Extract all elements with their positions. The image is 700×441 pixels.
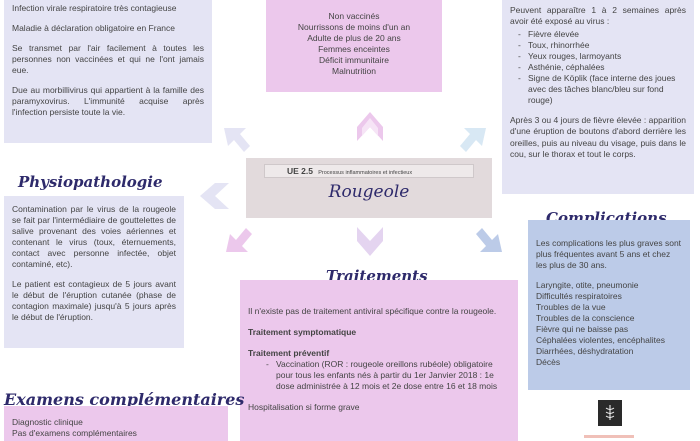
complication-item: Difficultés respiratoires <box>536 291 622 302</box>
symptoms-box: Peuvent apparaître 1 à 2 semaines après … <box>502 0 694 194</box>
definition-line: Due au morbillivirus qui appartient à la… <box>12 85 204 118</box>
population-item: Nourrissons de moins d'un an <box>297 22 411 33</box>
complications-intro: Les complications les plus graves sont p… <box>536 238 682 271</box>
population-box: Non vaccinés Nourrissons de moins d'un a… <box>266 0 442 92</box>
caduceus-icon <box>605 405 615 420</box>
arrow-left-icon <box>200 183 229 209</box>
treatment-preventive-list: Vaccination (ROR : rougeole oreillons ru… <box>248 359 510 392</box>
arrow-down-icon <box>357 227 383 256</box>
symptom-item: Fièvre élevée <box>518 29 686 40</box>
complication-item: Troubles de la vue <box>536 302 606 313</box>
physio-box: Contamination par le virus de la rougeol… <box>4 196 184 348</box>
complication-item: Fièvre qui ne baisse pas <box>536 324 629 335</box>
definition-box: Infection virale respiratoire très conta… <box>4 0 212 143</box>
exams-heading: Examens complémentaires <box>4 390 245 409</box>
complication-item: Troubles de la conscience <box>536 313 635 324</box>
logo <box>598 400 622 426</box>
population-item: Malnutrition <box>332 66 376 77</box>
population-item: Adulte de plus de 20 ans <box>307 33 401 44</box>
arrow-downright-icon <box>476 228 502 252</box>
symptom-item: Yeux rouges, larmoyants <box>518 51 686 62</box>
center-title-box: UE 2.5 Processus inflammatoires et infec… <box>246 158 492 218</box>
exam-item: Diagnostic clinique <box>12 417 83 427</box>
symptoms-intro: Peuvent apparaître 1 à 2 semaines après … <box>510 5 686 27</box>
definition-line: Maladie à déclaration obligatoire en Fra… <box>12 23 176 34</box>
treatment-symptomatic: Traitement symptomatique <box>248 327 357 338</box>
logo-caption-mark <box>584 435 634 438</box>
symptoms-list: Fièvre élevée Toux, rhinorrhée Yeux roug… <box>510 29 686 106</box>
ue-code: UE 2.5 <box>287 166 313 176</box>
complications-box: Les complications les plus graves sont p… <box>528 220 690 390</box>
physio-paragraph: Contamination par le virus de la rougeol… <box>12 204 176 270</box>
symptom-item: Toux, rhinorrhée <box>518 40 686 51</box>
vaccination-item: Vaccination (ROR : rougeole oreillons ru… <box>266 359 510 392</box>
ue-subtitle: Processus inflammatoires et infectieux <box>318 170 413 176</box>
page-title: Rougeole <box>328 182 410 202</box>
exam-item: Pas d'examens complémentaires <box>12 428 137 439</box>
arrow-up-icon <box>357 112 383 141</box>
complication-item: Diarrhées, déshydratation <box>536 346 634 357</box>
complication-item: Laryngite, otite, pneumonie <box>536 280 639 291</box>
complication-item: Céphalées violentes, encéphalites <box>536 335 666 346</box>
treatments-box: Il n'existe pas de traitement antiviral … <box>240 280 518 441</box>
arrow-upright-icon <box>460 128 486 152</box>
symptom-item: Asthénie, céphalées <box>518 62 686 73</box>
ue-bar: UE 2.5 Processus inflammatoires et infec… <box>264 164 474 178</box>
complication-item: Décès <box>536 357 561 368</box>
arrow-downleft-icon <box>226 228 252 252</box>
physio-paragraph: Le patient est contagieux de 5 jours ava… <box>12 279 176 323</box>
population-item: Non vaccinés <box>328 11 380 21</box>
population-item: Déficit immunitaire <box>319 55 389 66</box>
population-item: Femmes enceintes <box>318 44 390 55</box>
treatments-intro: Il n'existe pas de traitement antiviral … <box>248 306 497 316</box>
definition-line: Se transmet par l'air facilement à toute… <box>12 43 204 76</box>
exams-box: Diagnostic clinique Pas d'examens complé… <box>4 406 228 441</box>
symptoms-outro: Après 3 ou 4 jours de fièvre élevée : ap… <box>510 115 686 159</box>
hospitalisation-text: Hospitalisation si forme grave <box>248 402 360 413</box>
treatment-preventive: Traitement préventif <box>248 348 330 359</box>
symptom-item: Signe de Köplik (face interne des joues … <box>518 73 686 106</box>
arrow-upleft-icon <box>224 128 250 152</box>
definition-line: Infection virale respiratoire très conta… <box>12 3 177 13</box>
physio-heading: Physiopathologie <box>18 173 163 191</box>
